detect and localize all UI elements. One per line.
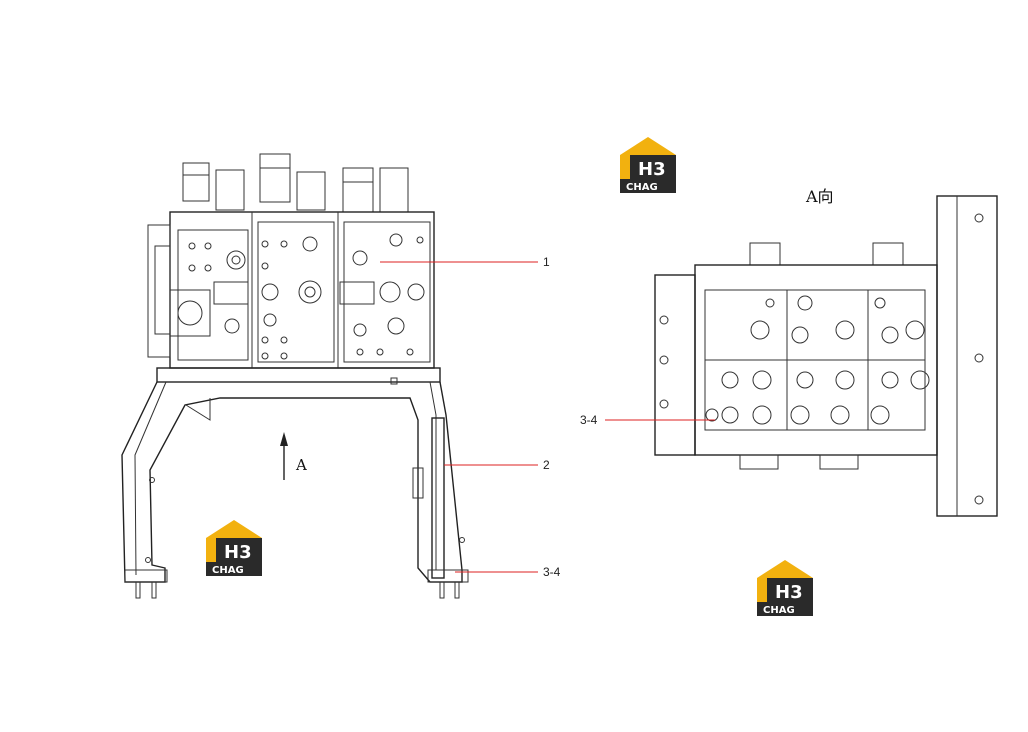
logo-top-text: H3 bbox=[638, 159, 666, 180]
view-title: A向 bbox=[805, 187, 834, 206]
logo-top-text: H3 bbox=[224, 542, 252, 563]
brand-logo: H3 CHAG bbox=[620, 137, 676, 193]
logo-top-text: H3 bbox=[775, 582, 803, 603]
callout-3-4-left: 3-4 bbox=[543, 565, 561, 579]
arrow-label: A bbox=[295, 456, 307, 474]
view-a-ports bbox=[705, 295, 930, 425]
valve-ports bbox=[169, 233, 425, 360]
callout-1: 1 bbox=[543, 255, 550, 269]
front-view: A 1 2 3-4 bbox=[121, 153, 561, 599]
callout-2: 2 bbox=[543, 458, 550, 472]
callout-3-4-right: 3-4 bbox=[580, 413, 598, 427]
brand-logo: H3 CHAG bbox=[206, 520, 262, 576]
logo-bottom-text: CHAG bbox=[763, 605, 795, 616]
logo-bottom-text: CHAG bbox=[212, 565, 244, 576]
solenoid-group bbox=[182, 153, 409, 213]
view-a: A向 bbox=[580, 187, 998, 517]
brand-logo: H3 CHAG bbox=[757, 560, 813, 616]
view-arrow: A bbox=[280, 432, 307, 480]
logo-bottom-text: CHAG bbox=[626, 182, 658, 193]
